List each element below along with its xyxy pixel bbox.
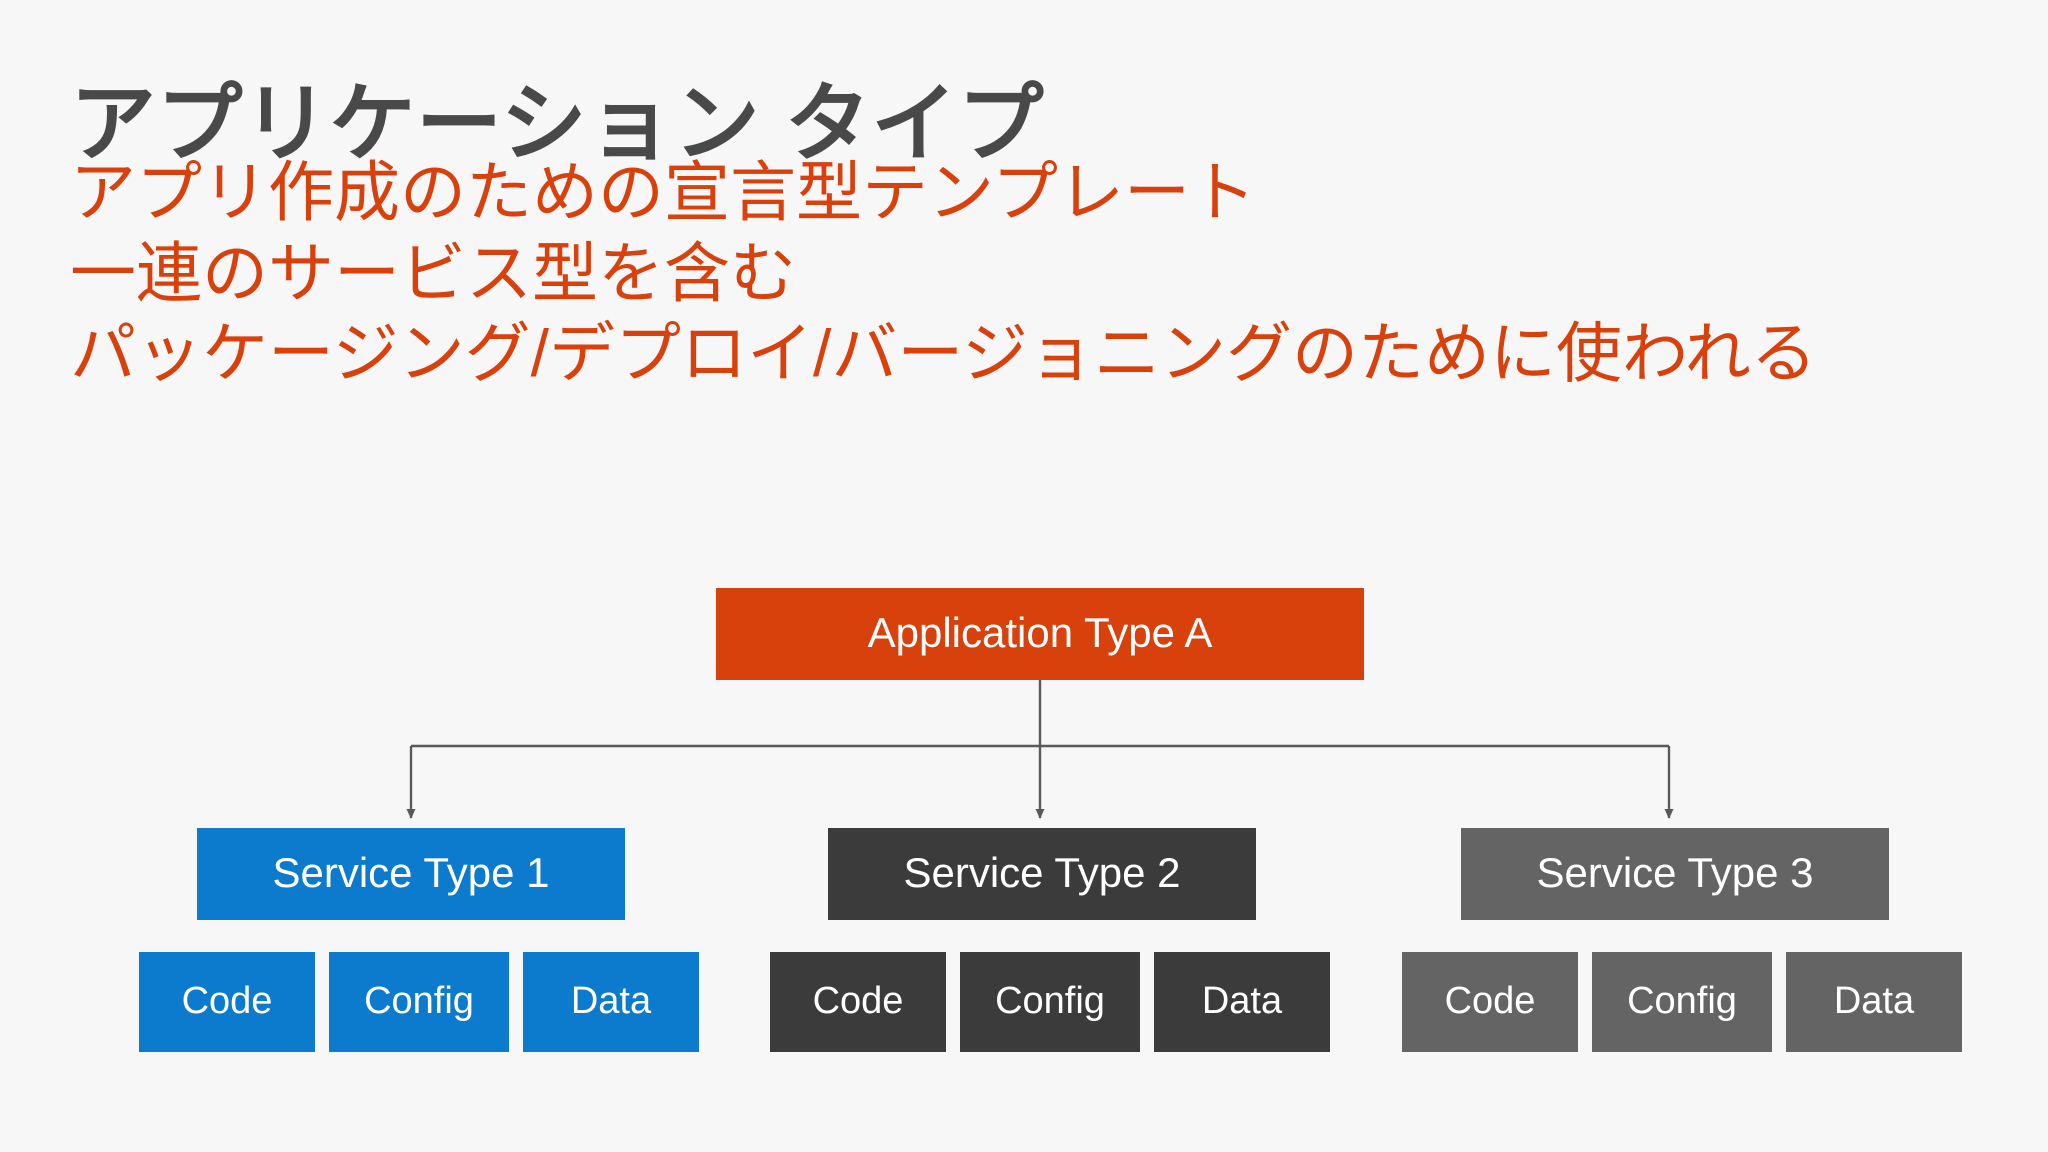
children-service-type-2: Code Config Data (770, 952, 1330, 1052)
node-code-3[interactable]: Code (1402, 952, 1579, 1052)
node-data-3[interactable]: Data (1785, 952, 1962, 1052)
node-config-3[interactable]: Config (1592, 952, 1772, 1052)
children-service-type-3: Code Config Data (1402, 952, 1962, 1052)
body-line-2: 一連のサービス型を含む (70, 235, 796, 310)
node-label: Code (1444, 979, 1536, 1022)
body-line-1: アプリ作成のための宣言型テンプレート (70, 155, 1257, 229)
node-label: Data (1833, 979, 1915, 1022)
node-label: Config (364, 979, 474, 1022)
node-service-type-2[interactable]: Service Type 2 (828, 828, 1256, 920)
node-data-2[interactable]: Data (1153, 952, 1330, 1052)
page-title: アプリケーション タイプ (70, 75, 1045, 172)
body-line-3: パッケージング/デプロイ/バージョニングのために使われる (70, 316, 1817, 391)
node-label: Service Type 3 (1536, 849, 1814, 896)
node-label: Config (995, 979, 1105, 1022)
node-label: Code (812, 979, 904, 1022)
node-data-1[interactable]: Data (522, 952, 699, 1052)
node-service-type-1[interactable]: Service Type 1 (197, 828, 625, 920)
application-type-diagram: Application Type A Service Type 1 Servic… (0, 560, 2048, 1120)
node-label: Service Type 2 (903, 849, 1181, 896)
node-code-2[interactable]: Code (770, 952, 947, 1052)
node-application-type-a[interactable]: Application Type A (716, 588, 1364, 680)
children-service-type-1: Code Config Data (139, 952, 699, 1052)
node-service-type-3[interactable]: Service Type 3 (1461, 828, 1889, 920)
node-label: Code (181, 979, 273, 1022)
node-code-1[interactable]: Code (139, 952, 316, 1052)
node-label: Service Type 1 (272, 849, 550, 896)
node-label: Data (1201, 979, 1283, 1022)
node-config-1[interactable]: Config (329, 952, 509, 1052)
body-text-block: アプリ作成のための宣言型テンプレート 一連のサービス型を含む パッケージング/デ… (70, 152, 2030, 394)
node-config-2[interactable]: Config (960, 952, 1140, 1052)
node-label: Application Type A (867, 609, 1213, 656)
node-label: Config (1627, 979, 1737, 1022)
node-label: Data (570, 979, 652, 1022)
